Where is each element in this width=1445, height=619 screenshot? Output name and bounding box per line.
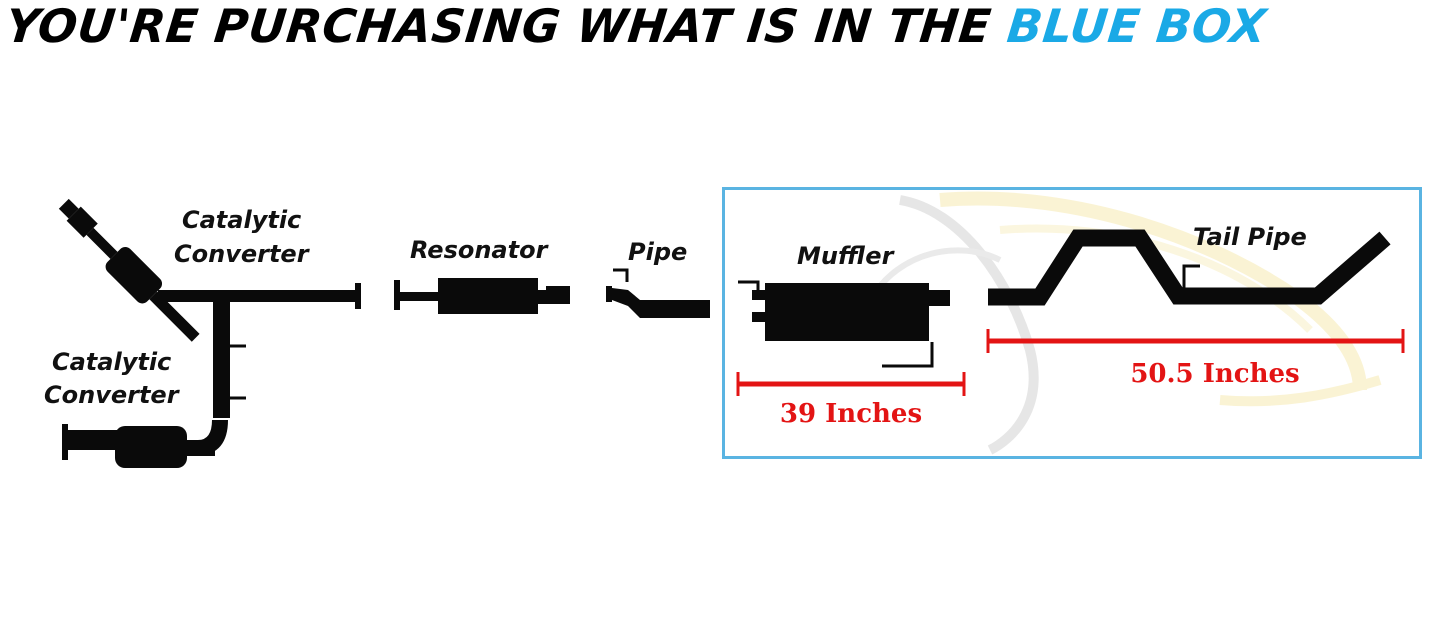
muffler-length-label: 39 Inches [780,399,922,429]
catalytic-converter-upper-label-line2: Converter [174,240,311,268]
resonator-part [394,278,570,314]
catalytic-converter-upper-label-line1: Catalytic [182,206,301,234]
muffler-part [738,280,950,368]
muffler-label: Muffler [797,242,896,270]
tail-pipe-label: Tail Pipe [1193,223,1307,251]
catalytic-converter-lower-label-line1: Catalytic [52,348,171,376]
catalytic-converter-lower-label-line2: Converter [44,381,181,409]
muffler-measurement-line [736,372,966,396]
catalytic-converter-lower-part [62,420,228,468]
pipe-part [606,268,710,318]
tail-pipe-part [988,229,1391,306]
blue-box [722,187,1422,459]
resonator-label: Resonator [410,236,550,264]
catalytic-converter-upper-part [58,198,361,418]
pipe-label: Pipe [628,238,687,266]
tail-pipe-measurement-line [986,329,1405,353]
tail-pipe-length-label: 50.5 Inches [1130,359,1299,389]
